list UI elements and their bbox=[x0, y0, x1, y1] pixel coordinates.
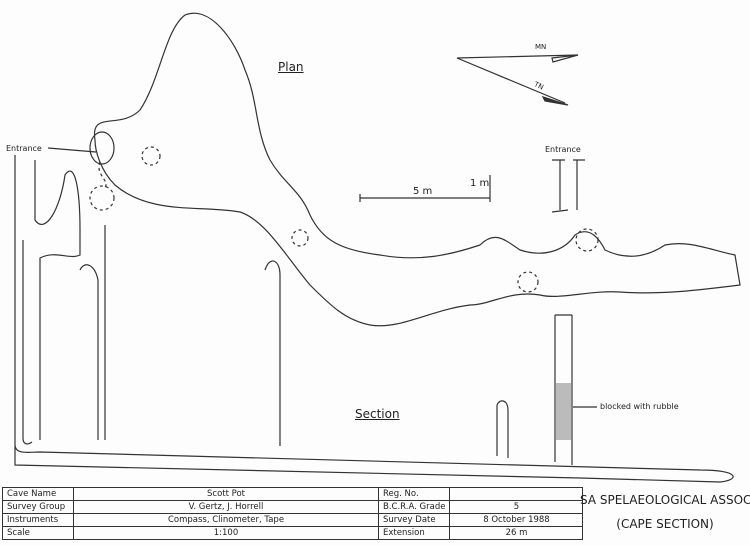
value: 26 m bbox=[449, 526, 584, 540]
plan-entrance-label: Entrance bbox=[6, 144, 42, 153]
scale-bar bbox=[359, 175, 491, 202]
label: Survey Date bbox=[377, 513, 451, 527]
value: 1:100 bbox=[73, 526, 379, 540]
rubble-fill bbox=[556, 383, 571, 440]
value: V. Gertz, J. Horrell bbox=[73, 500, 379, 514]
label: Scale bbox=[2, 526, 74, 540]
label: Instruments bbox=[2, 513, 74, 527]
value: Compass, Clinometer, Tape bbox=[73, 513, 379, 527]
value: 8 October 1988 bbox=[449, 513, 584, 527]
section-passages bbox=[22, 159, 585, 465]
scale-1m-label: 1 m bbox=[470, 178, 490, 189]
label: Extension bbox=[377, 526, 451, 540]
scale-5m-label: 5 m bbox=[413, 186, 433, 197]
plan-outline bbox=[93, 12, 741, 327]
section-entrance-label: Entrance bbox=[545, 145, 581, 154]
blocked-label: blocked with rubble bbox=[600, 402, 679, 411]
label: Reg. No. bbox=[377, 487, 451, 501]
label: B.C.R.A. Grade bbox=[377, 500, 451, 514]
value: 5 bbox=[449, 500, 584, 514]
section-outline bbox=[14, 155, 734, 483]
label: Cave Name bbox=[2, 487, 74, 501]
dashed-features bbox=[89, 146, 599, 293]
plan-title: Plan bbox=[278, 60, 304, 74]
org-section: (CAPE SECTION) bbox=[616, 517, 714, 531]
north-arrow bbox=[456, 54, 579, 106]
section-title: Section bbox=[355, 407, 400, 421]
value bbox=[449, 487, 584, 501]
value: Scott Pot bbox=[73, 487, 379, 501]
entrance-leader bbox=[47, 147, 97, 153]
mn-label: MN bbox=[535, 43, 547, 51]
org-name: SA SPELAEOLOGICAL ASSOCIATION bbox=[580, 493, 750, 507]
entrance-shaft-outline bbox=[89, 131, 115, 165]
organisation-box: SA SPELAEOLOGICAL ASSOCIATION (CAPE SECT… bbox=[580, 488, 750, 541]
label: Survey Group bbox=[2, 500, 74, 514]
